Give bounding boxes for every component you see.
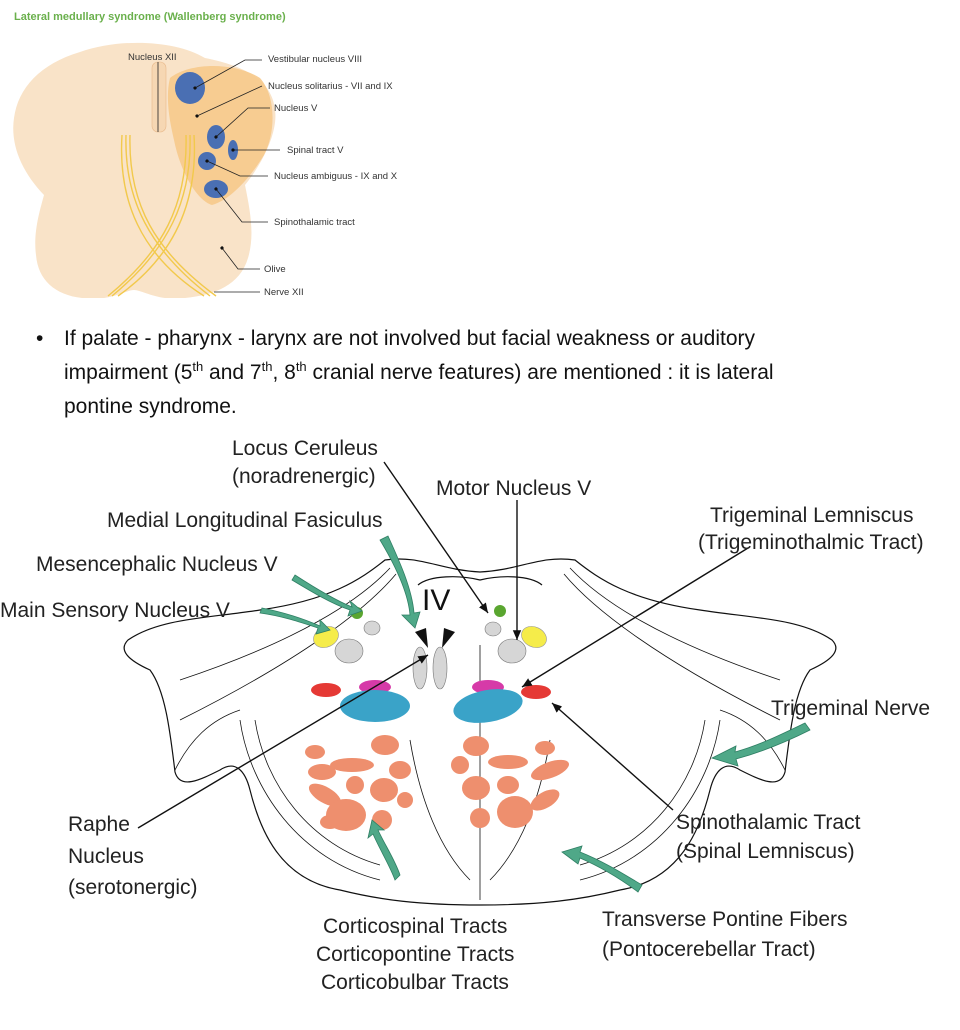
label-raphe-2: Nucleus (68, 845, 144, 868)
locus-right (494, 605, 506, 617)
label-vestibular: Vestibular nucleus VIII (268, 54, 362, 65)
label-trans-2: (Pontocerebellar Tract) (602, 938, 816, 961)
teal-arrows (259, 535, 811, 893)
pons-nuclei (311, 605, 551, 723)
label-spinothalamic: Spinothalamic tract (274, 217, 355, 228)
label-mlf: Medial Longitudinal Fasiculus (107, 509, 383, 532)
label-cort-1: Corticospinal Tracts (323, 915, 507, 938)
pons-leader-arrows (137, 461, 749, 829)
fourth-ventricle-roof (417, 576, 543, 586)
medulla-leader-lines (157, 59, 280, 293)
bullet-text: If palate - pharynx - larynx are not inv… (64, 327, 774, 418)
nucleus-xii-column (151, 61, 167, 133)
label-locus-2: (noradrenergic) (232, 465, 376, 488)
label-nucleus-v: Nucleus V (274, 103, 318, 114)
pons-illustration: Locus Ceruleus (noradrenergic) Motor Nuc… (0, 437, 930, 994)
label-nucleus-xii: Nucleus XII (128, 52, 177, 63)
label-cort-3: Corticobulbar Tracts (321, 971, 509, 994)
bullet-dot: • (36, 327, 44, 350)
label-trig-nerve: Trigeminal Nerve (771, 697, 930, 720)
label-trans-1: Transverse Pontine Fibers (602, 908, 848, 931)
label-cort-2: Corticopontine Tracts (316, 943, 514, 966)
label-mesencephalic: Mesencephalic Nucleus V (36, 553, 278, 576)
label-trig-lem-1: Trigeminal Lemniscus (710, 504, 913, 527)
corticospinal-tract-bundles (305, 735, 569, 831)
label-spino-1: Spinothalamic Tract (676, 811, 861, 834)
vestibular-nucleus (175, 72, 205, 104)
label-trig-lem-2: (Trigeminothalmic Tract) (698, 531, 924, 554)
label-ambiguus: Nucleus ambiguus - IX and X (274, 171, 398, 182)
label-raphe-1: Raphe (68, 813, 130, 836)
label-nerve-xii: Nerve XII (264, 287, 304, 298)
label-iv: IV (422, 584, 450, 617)
label-raphe-3: (serotonergic) (68, 876, 198, 899)
medulla-illustration: Nucleus XII Vestibular nucleus VIII Nucl… (13, 42, 398, 298)
label-motor-v: Motor Nucleus V (436, 477, 591, 500)
label-locus-1: Locus Ceruleus (232, 437, 378, 460)
label-main-sensory: Main Sensory Nucleus V (0, 599, 230, 622)
label-spinal-tract-v: Spinal tract V (287, 145, 344, 156)
nerve-xii-fibers (107, 134, 217, 297)
label-solitarius: Nucleus solitarius - VII and IX (268, 81, 393, 92)
label-olive: Olive (264, 264, 286, 275)
label-spino-2: (Spinal Lemniscus) (676, 840, 855, 863)
figure-title: Lateral medullary syndrome (Wallenberg s… (14, 11, 286, 23)
